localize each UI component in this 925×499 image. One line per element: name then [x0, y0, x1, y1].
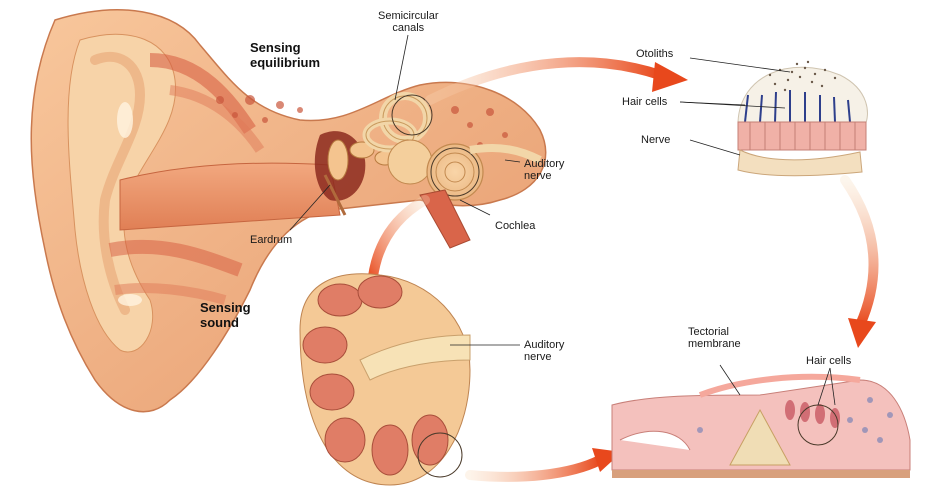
heading-line: sound [200, 315, 251, 330]
otolith-organ [738, 61, 867, 176]
label-cochlea: Cochlea [495, 220, 535, 232]
label-eardrum: Eardrum [250, 234, 292, 246]
label-tectorial-membrane: Tectorial membrane [688, 326, 741, 350]
label-otoliths: Otoliths [636, 48, 673, 60]
heading-sensing-sound: Sensing sound [200, 300, 251, 330]
heading-line: equilibrium [250, 55, 320, 70]
organ-of-corti [612, 377, 910, 478]
label-line: Semicircular [378, 10, 439, 22]
label-line: Auditory [524, 158, 564, 170]
label-line: Auditory [524, 339, 564, 351]
heading-line: Sensing [200, 300, 251, 315]
label-line: nerve [524, 351, 564, 363]
label-hair-cells-top: Hair cells [622, 96, 667, 108]
label-semicircular-canals: Semicircular canals [378, 10, 439, 34]
label-line: canals [378, 22, 439, 34]
cochlea-cross-section [300, 274, 470, 485]
label-auditory-nerve-top: Auditory nerve [524, 158, 564, 182]
label-line: membrane [688, 338, 741, 350]
heading-sensing-equilibrium: Sensing equilibrium [250, 40, 320, 70]
label-line: nerve [524, 170, 564, 182]
label-line: Tectorial [688, 326, 741, 338]
label-nerve: Nerve [641, 134, 670, 146]
label-hair-cells-bottom: Hair cells [806, 355, 851, 367]
heading-line: Sensing [250, 40, 320, 55]
label-auditory-nerve-bottom: Auditory nerve [524, 339, 564, 363]
